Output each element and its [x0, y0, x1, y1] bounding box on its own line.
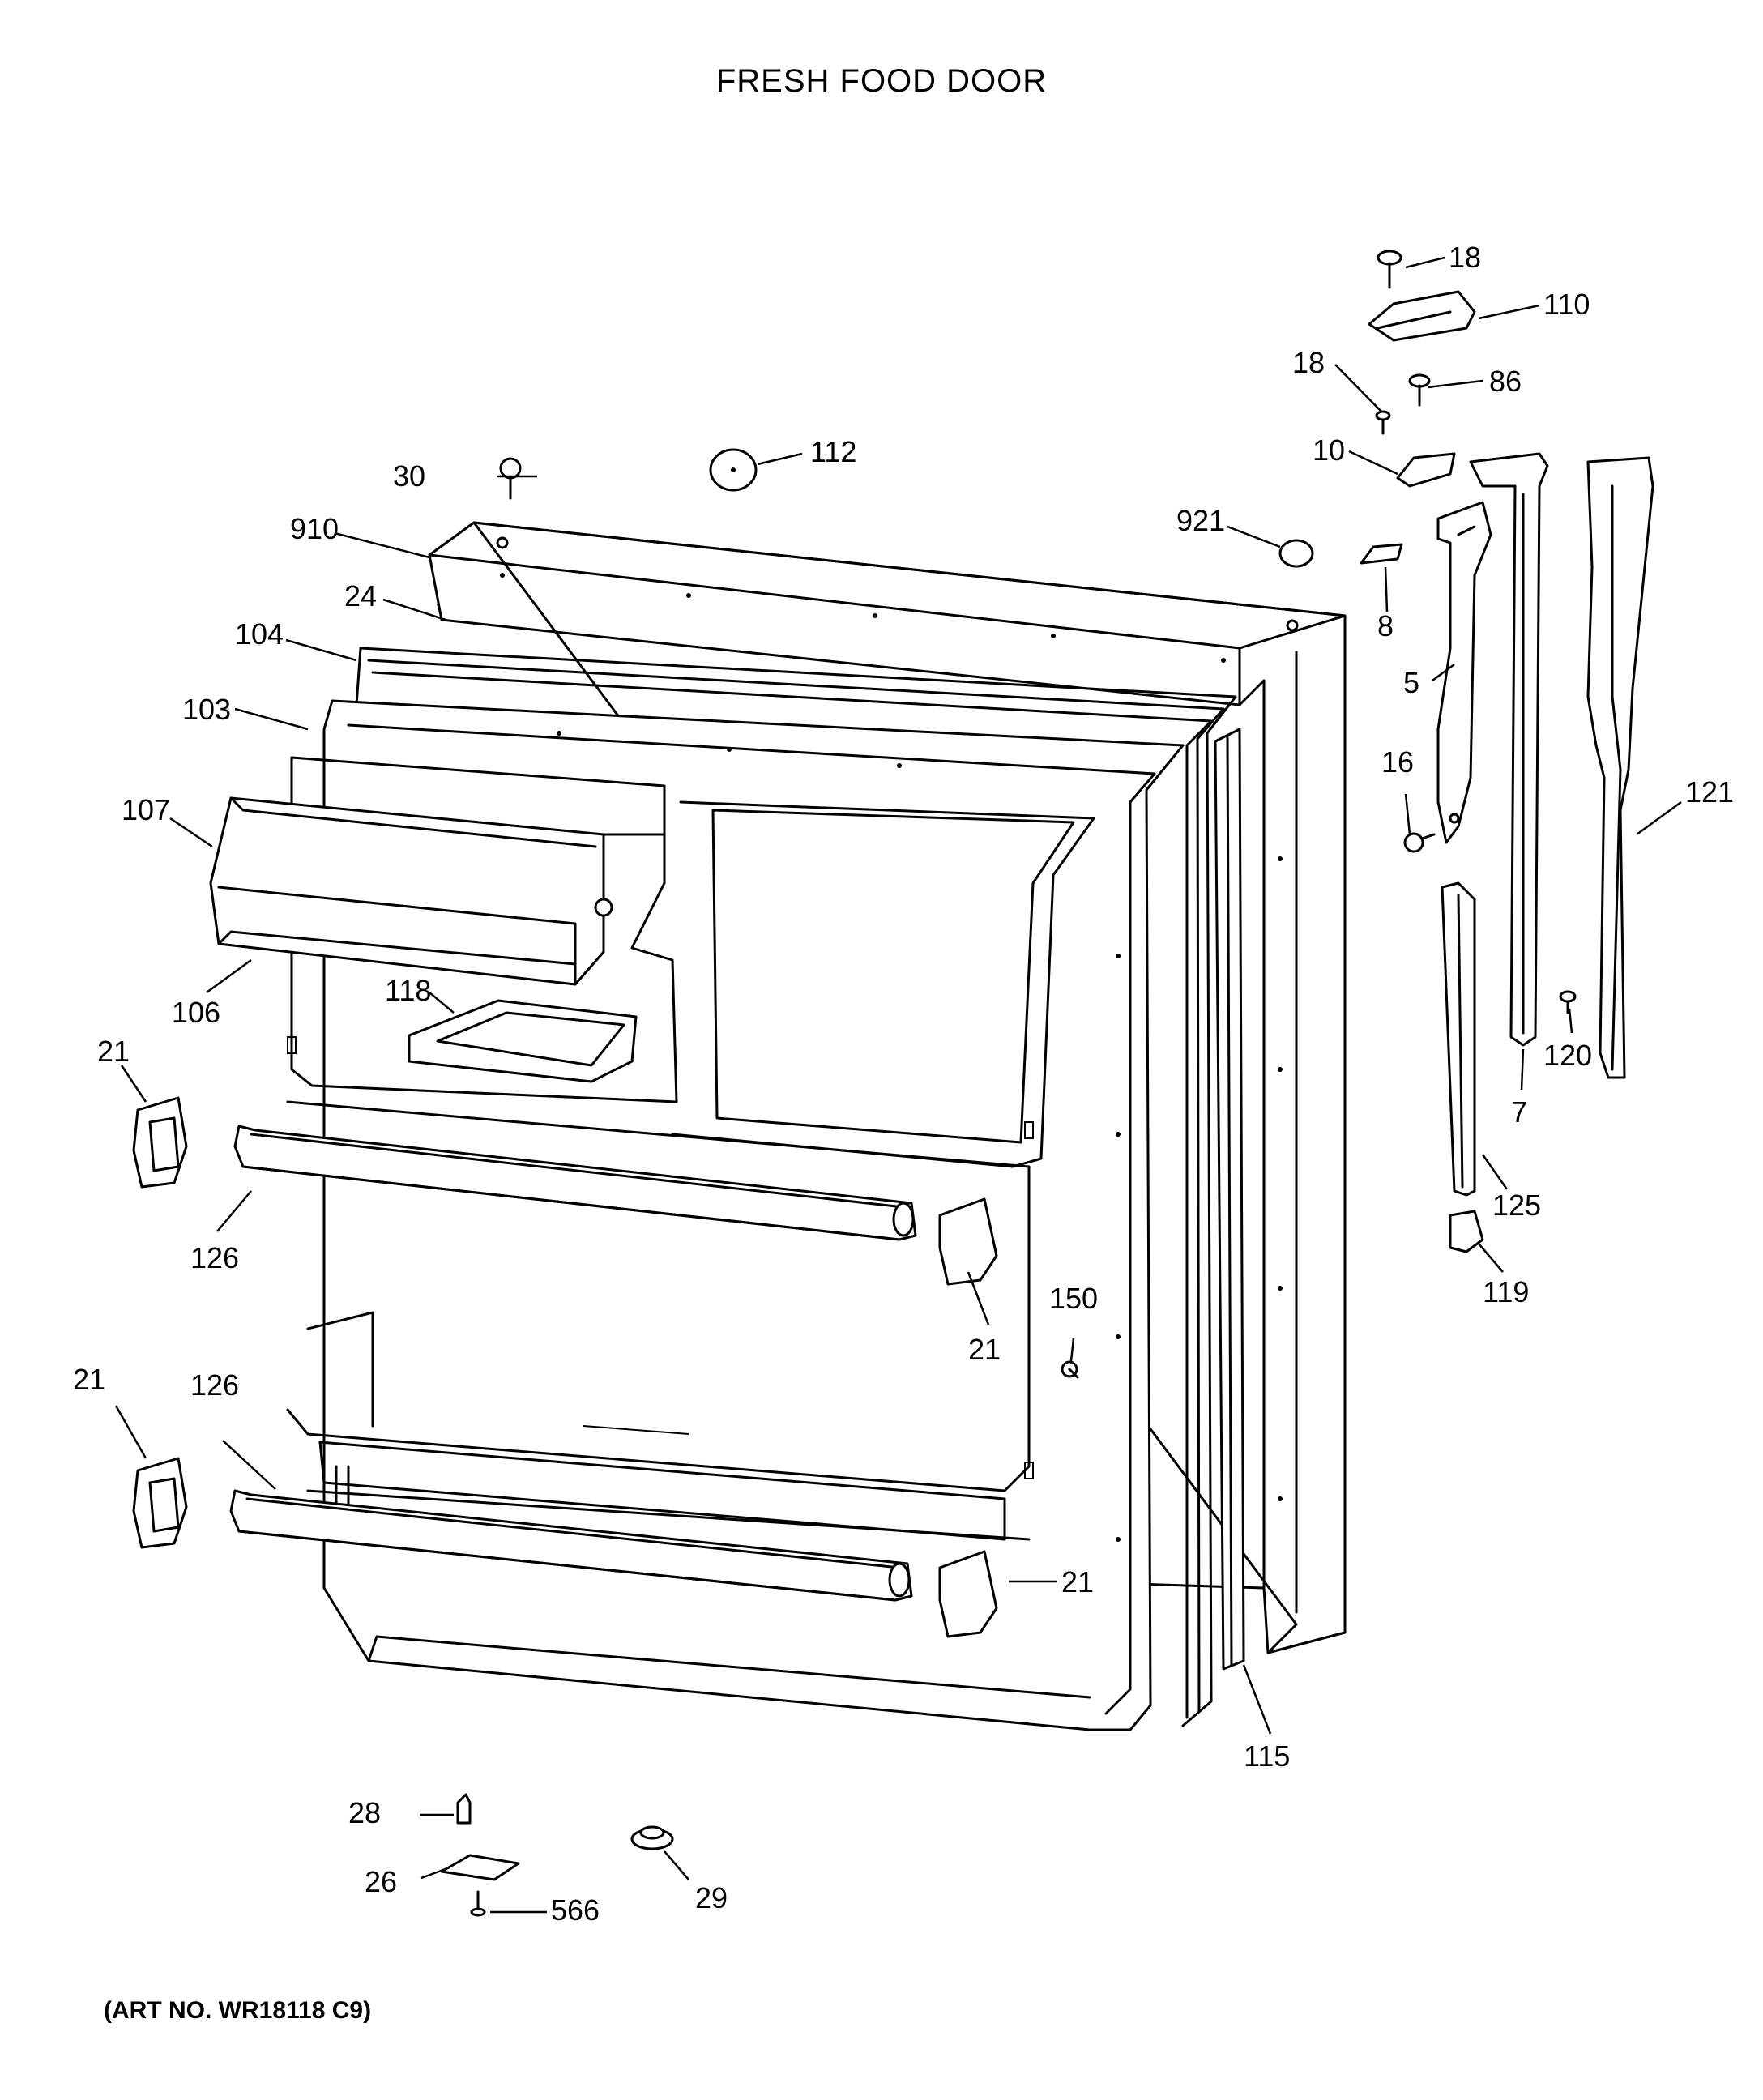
art-number: (ART NO. WR18118 C9) [104, 1997, 372, 2024]
callout-107: 107 [122, 793, 170, 826]
callout-118: 118 [385, 974, 431, 1007]
callout-110: 110 [1543, 288, 1590, 321]
hinge-plate-26 [440, 1854, 520, 1881]
callout-29: 29 [695, 1881, 728, 1914]
clip-8 [1360, 543, 1403, 565]
hinge-bracket-10 [1396, 452, 1456, 488]
callout-921: 921 [1176, 504, 1225, 537]
bushing-29 [630, 1825, 674, 1850]
callout-115: 115 [1244, 1739, 1290, 1773]
door-gasket-104 [355, 647, 1237, 1727]
handle-cap-110 [1368, 290, 1476, 342]
callout-126-upper: 126 [190, 1241, 239, 1274]
callout-103: 103 [182, 693, 231, 726]
plug-921 [1278, 539, 1314, 568]
callout-10: 10 [1313, 433, 1345, 467]
shelf-end-cap-21 [132, 1096, 998, 1638]
callout-28: 28 [348, 1796, 381, 1829]
callout-18-top: 18 [1449, 241, 1481, 274]
callout-21-lower-right: 21 [1061, 1565, 1094, 1598]
callout-26: 26 [365, 1865, 397, 1898]
callout-21-upper-right: 21 [968, 1333, 1001, 1366]
callout-30: 30 [393, 459, 425, 493]
screw-86 [1408, 373, 1431, 407]
strip-125 [1441, 881, 1476, 1197]
shelf-bar-126-lower [229, 1489, 913, 1602]
callout-112: 112 [810, 435, 856, 468]
callout-566: 566 [551, 1893, 600, 1927]
butter-tray-118 [408, 999, 638, 1083]
breaker-strip-115 [1214, 728, 1245, 1671]
callout-86: 86 [1489, 365, 1522, 398]
dairy-door-107 [209, 796, 666, 986]
callout-106: 106 [172, 996, 220, 1029]
callout-119: 119 [1483, 1275, 1529, 1308]
callout-5: 5 [1403, 666, 1419, 699]
callout-16: 16 [1381, 745, 1414, 779]
screw-18-mid [1375, 410, 1391, 435]
screw-18-top [1377, 250, 1402, 289]
callout-120: 120 [1543, 1039, 1592, 1072]
leader-lines [114, 256, 1682, 1914]
screw-120 [1559, 990, 1577, 1014]
diagram-title: FRESH FOOD DOOR [715, 63, 1048, 99]
plug-112 [709, 448, 758, 492]
callout-24: 24 [344, 579, 377, 612]
callout-labels: 18 110 18 86 10 30 112 921 910 24 8 104 … [73, 241, 1734, 1927]
screw-566 [470, 1890, 486, 1917]
callout-21-lower-left: 21 [73, 1363, 105, 1396]
dairy-hinge-106 [217, 930, 577, 966]
callout-104: 104 [235, 617, 284, 651]
callout-18-mid: 18 [1292, 346, 1325, 379]
callout-150: 150 [1049, 1282, 1098, 1315]
handle-trim-7 [1469, 452, 1549, 1047]
clip-119 [1449, 1210, 1484, 1253]
callout-121: 121 [1685, 775, 1734, 809]
handle-5 [1436, 501, 1492, 844]
pin-28 [456, 1793, 472, 1825]
callout-8: 8 [1377, 609, 1394, 642]
liner-recesses [286, 756, 1095, 1541]
callout-21-upper-left: 21 [97, 1035, 130, 1068]
screw-16 [1403, 832, 1436, 853]
callout-7: 7 [1511, 1095, 1527, 1129]
handle-insert-121 [1586, 456, 1654, 1079]
callout-125: 125 [1492, 1189, 1541, 1222]
callout-910: 910 [290, 512, 339, 545]
shelf-bar-126-upper [233, 1125, 917, 1241]
screw-150 [1061, 1360, 1079, 1379]
callout-126-lower: 126 [190, 1368, 239, 1402]
screw-30 [499, 457, 522, 500]
